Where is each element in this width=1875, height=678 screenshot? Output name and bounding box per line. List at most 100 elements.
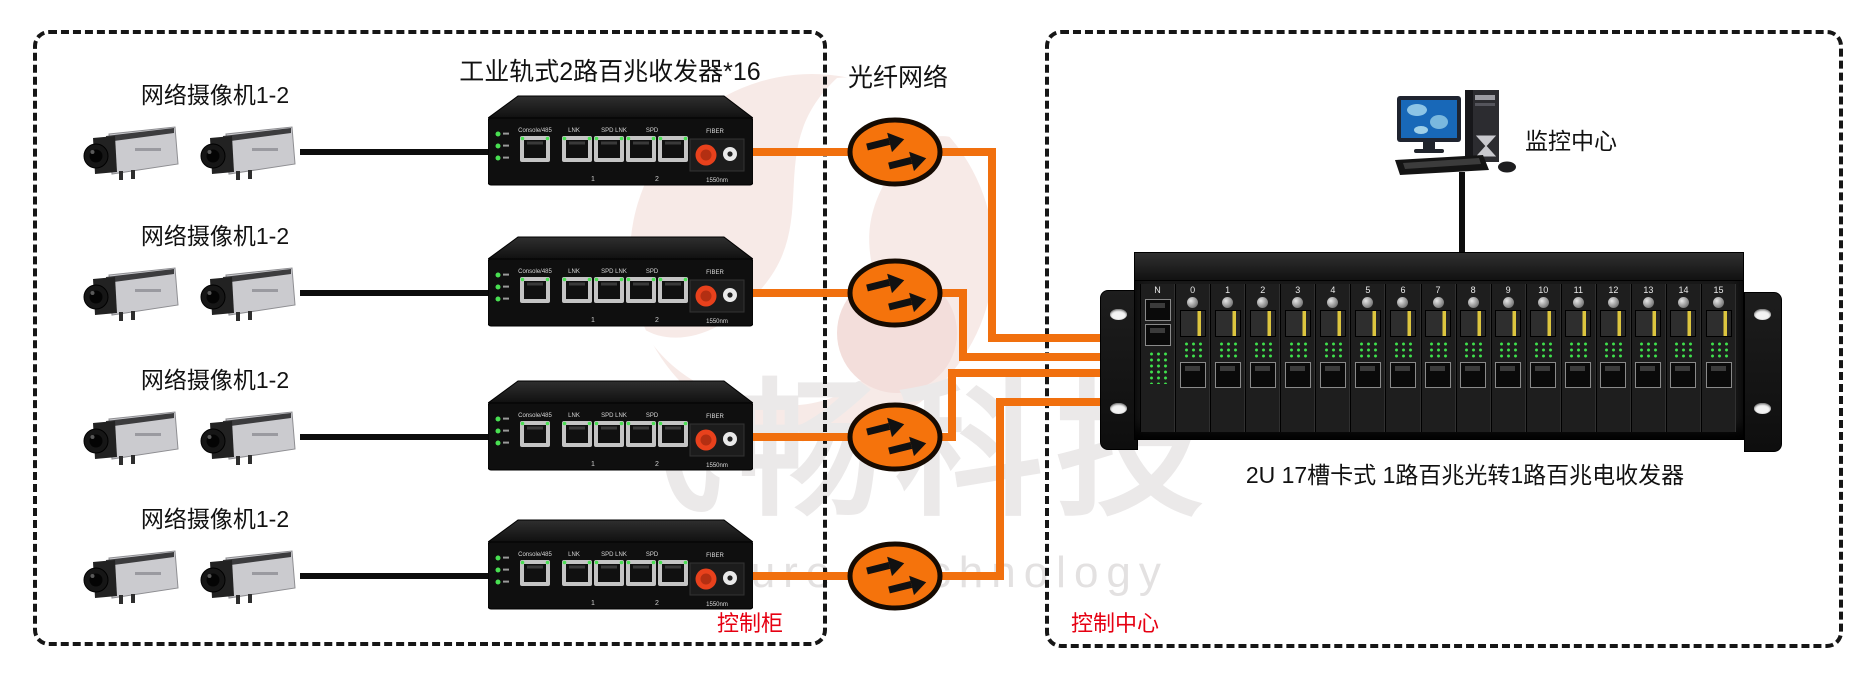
ip-camera-icon <box>200 267 296 321</box>
wavelength-label: 1550nm <box>706 602 728 608</box>
ethernet-port-2 <box>594 136 624 162</box>
fiber-module <box>1530 310 1557 337</box>
fiber-module <box>1425 310 1452 337</box>
port-pair-number-2: 2 <box>655 461 659 468</box>
status-leds <box>1567 340 1590 360</box>
console-rj45-port <box>520 560 550 586</box>
camera-2b <box>192 263 302 328</box>
port-label-spd: SPD <box>646 269 659 275</box>
ethernet-port-1 <box>562 136 592 162</box>
monitor-center-label: 监控中心 <box>1525 128 1617 154</box>
ethernet-port-2 <box>594 560 624 586</box>
slot-number: 5 <box>1365 285 1371 295</box>
slot-number: 12 <box>1608 285 1619 295</box>
ip-camera-icon <box>83 411 179 465</box>
status-leds <box>1146 350 1169 384</box>
chassis-caption: 2U 17槽卡式 1路百兆光转1路百兆电收发器 <box>1245 462 1685 488</box>
fiber-line-3-entry <box>948 369 1138 377</box>
chassis-slot-9: 9 <box>1490 284 1526 432</box>
industrial-media-converter: Console/485 LNK SPD LNK SPD <box>486 380 755 471</box>
chassis-slot-5: 5 <box>1350 284 1386 432</box>
chassis-slot-14: 14 <box>1665 284 1701 432</box>
slot-screw <box>1432 297 1444 308</box>
ethernet-port <box>1179 362 1206 388</box>
rack-mount-hole <box>1754 309 1771 320</box>
ethernet-port-3 <box>626 560 656 586</box>
slot-screw <box>1292 297 1304 308</box>
fiber-link-icon <box>847 402 943 472</box>
slot-screw <box>1537 297 1549 308</box>
camera-row3-label: 网络摄像机1-2 <box>140 367 290 393</box>
fiber-module <box>1354 310 1381 337</box>
industrial-media-converter: Console/485 LNK SPD LNK SPD <box>486 236 755 327</box>
chassis-slot-7: 7 <box>1420 284 1456 432</box>
fiber-port-label: FIBER <box>706 414 724 420</box>
fiber-icon-1 <box>845 115 945 194</box>
status-leds <box>1672 340 1695 360</box>
ethernet-port-4 <box>658 277 688 303</box>
ethernet-port-3 <box>626 136 656 162</box>
ethernet-port <box>1389 362 1416 388</box>
camera-3a <box>75 407 185 472</box>
slot-number: 8 <box>1470 285 1476 295</box>
ethernet-port <box>1705 362 1732 388</box>
status-leds <box>1321 340 1344 360</box>
chassis-slot-15: 15 <box>1701 284 1737 432</box>
slot-screw <box>1397 297 1409 308</box>
ip-camera-icon <box>83 550 179 604</box>
console-port-label: Console/485 <box>518 552 552 558</box>
status-leds <box>1427 340 1450 360</box>
status-leds <box>1216 340 1239 360</box>
slot-number: 11 <box>1573 285 1583 295</box>
fiber-line-2-v <box>959 289 967 361</box>
status-leds <box>1497 340 1520 360</box>
slot-number: 9 <box>1505 285 1511 295</box>
rack-mount-hole <box>1110 309 1127 320</box>
workstation-pc-icon <box>1395 90 1516 175</box>
port-label-spd-lnk: SPD LNK <box>601 269 627 275</box>
slot-number: 2 <box>1260 285 1266 295</box>
rack-chassis: N 0 1 2 3 4 5 <box>1100 252 1782 452</box>
chassis-slot-13: 13 <box>1630 284 1666 432</box>
console-port <box>1144 299 1171 321</box>
ethernet-port-4 <box>658 560 688 586</box>
monitoring-workstation <box>1395 88 1525 183</box>
chassis-slot-6: 6 <box>1385 284 1421 432</box>
camera-cable-row3 <box>300 434 492 440</box>
camera-3b <box>192 407 302 472</box>
port-label-spd: SPD <box>646 552 659 558</box>
ip-camera-icon <box>83 267 179 321</box>
monitor-center-cable <box>1459 172 1465 256</box>
fiber-icon-2 <box>845 256 945 335</box>
slot-screw <box>1327 297 1339 308</box>
fiber-module <box>1389 310 1416 337</box>
fiber-link-icon <box>847 117 943 187</box>
ethernet-port <box>1600 362 1627 388</box>
slot-number: 7 <box>1435 285 1441 295</box>
camera-cable-row2 <box>300 290 492 296</box>
slot-number: 14 <box>1678 285 1689 295</box>
fiber-module <box>1214 310 1241 337</box>
fiber-line-4-entry <box>996 398 1138 406</box>
slot-number: N <box>1154 285 1161 295</box>
ethernet-port-1 <box>562 560 592 586</box>
slot-screw <box>1502 297 1514 308</box>
port-pair-number-2: 2 <box>655 176 659 183</box>
fiber-port-label: FIBER <box>706 129 724 135</box>
fiber-port-label: FIBER <box>706 270 724 276</box>
control-cabinet-label: 控制柜 <box>716 611 783 636</box>
console-rj45-port <box>520 136 550 162</box>
port-pair-number-1: 1 <box>591 461 595 468</box>
ethernet-port <box>1319 362 1346 388</box>
ethernet-port <box>1354 362 1381 388</box>
camera-cable-row4 <box>300 573 492 579</box>
camera-1a <box>75 122 185 187</box>
ethernet-port-4 <box>658 136 688 162</box>
chassis-top-face <box>1134 252 1744 281</box>
industrial-media-converter: Console/485 LNK SPD LNK SPD <box>486 519 755 610</box>
chassis-slot-0: 0 <box>1175 284 1211 432</box>
slot-number: 1 <box>1225 285 1231 295</box>
chassis-slot-2: 2 <box>1245 284 1281 432</box>
chassis-slot-11: 11 <box>1560 284 1596 432</box>
